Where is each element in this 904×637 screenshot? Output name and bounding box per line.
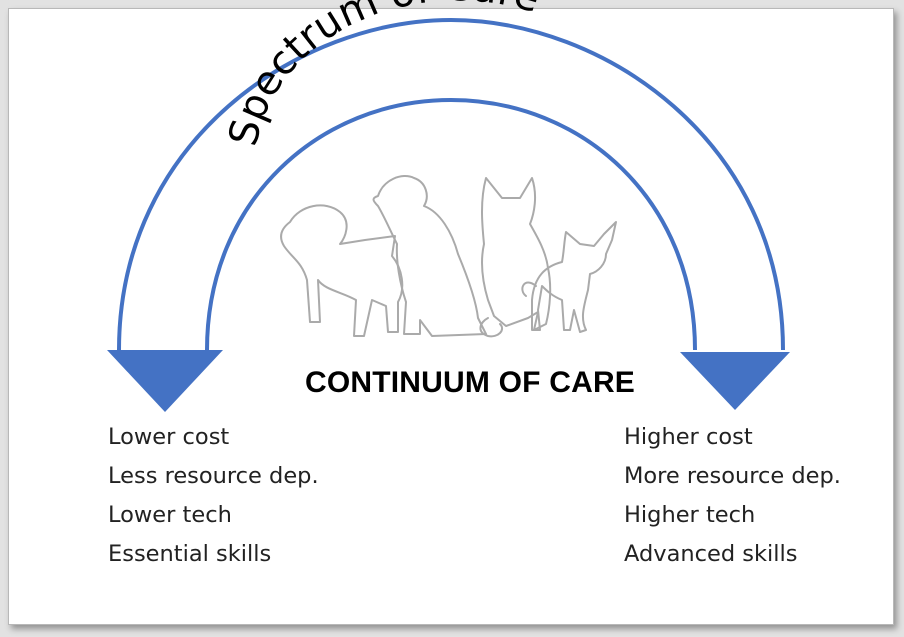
- right-arrow-head: [680, 352, 790, 410]
- right-attributes-list: Higher cost More resource dep. Higher te…: [624, 421, 841, 577]
- continuum-heading: CONTINUUM OF CARE: [304, 366, 636, 399]
- left-arrow-head: [107, 350, 223, 412]
- left-attribute-skills: Essential skills: [108, 541, 272, 567]
- dog-chihuahua: [531, 221, 617, 333]
- right-attribute-skills: Advanced skills: [624, 541, 798, 567]
- arc-outer: [117, 17, 785, 351]
- left-attribute-cost: Lower cost: [108, 424, 230, 450]
- left-attributes-list: Lower cost Less resource dep. Lower tech…: [108, 421, 319, 577]
- right-attribute-tech: Higher tech: [624, 502, 756, 528]
- tail-chihuahua: [521, 281, 537, 297]
- arc-inner: [205, 97, 697, 351]
- arc-arrow: [117, 17, 785, 351]
- left-attribute-resource: Less resource dep.: [108, 463, 319, 489]
- right-attribute-cost: Higher cost: [624, 424, 753, 450]
- diagram-frame: [8, 8, 894, 625]
- left-attribute-tech: Lower tech: [108, 502, 232, 528]
- dog-middle: [372, 175, 487, 337]
- right-attribute-resource: More resource dep.: [624, 463, 841, 489]
- dogs-illustration: [280, 175, 617, 338]
- dog-shepherd: [480, 177, 552, 331]
- tail-shepherd: [479, 317, 504, 338]
- dog-left: [280, 204, 404, 337]
